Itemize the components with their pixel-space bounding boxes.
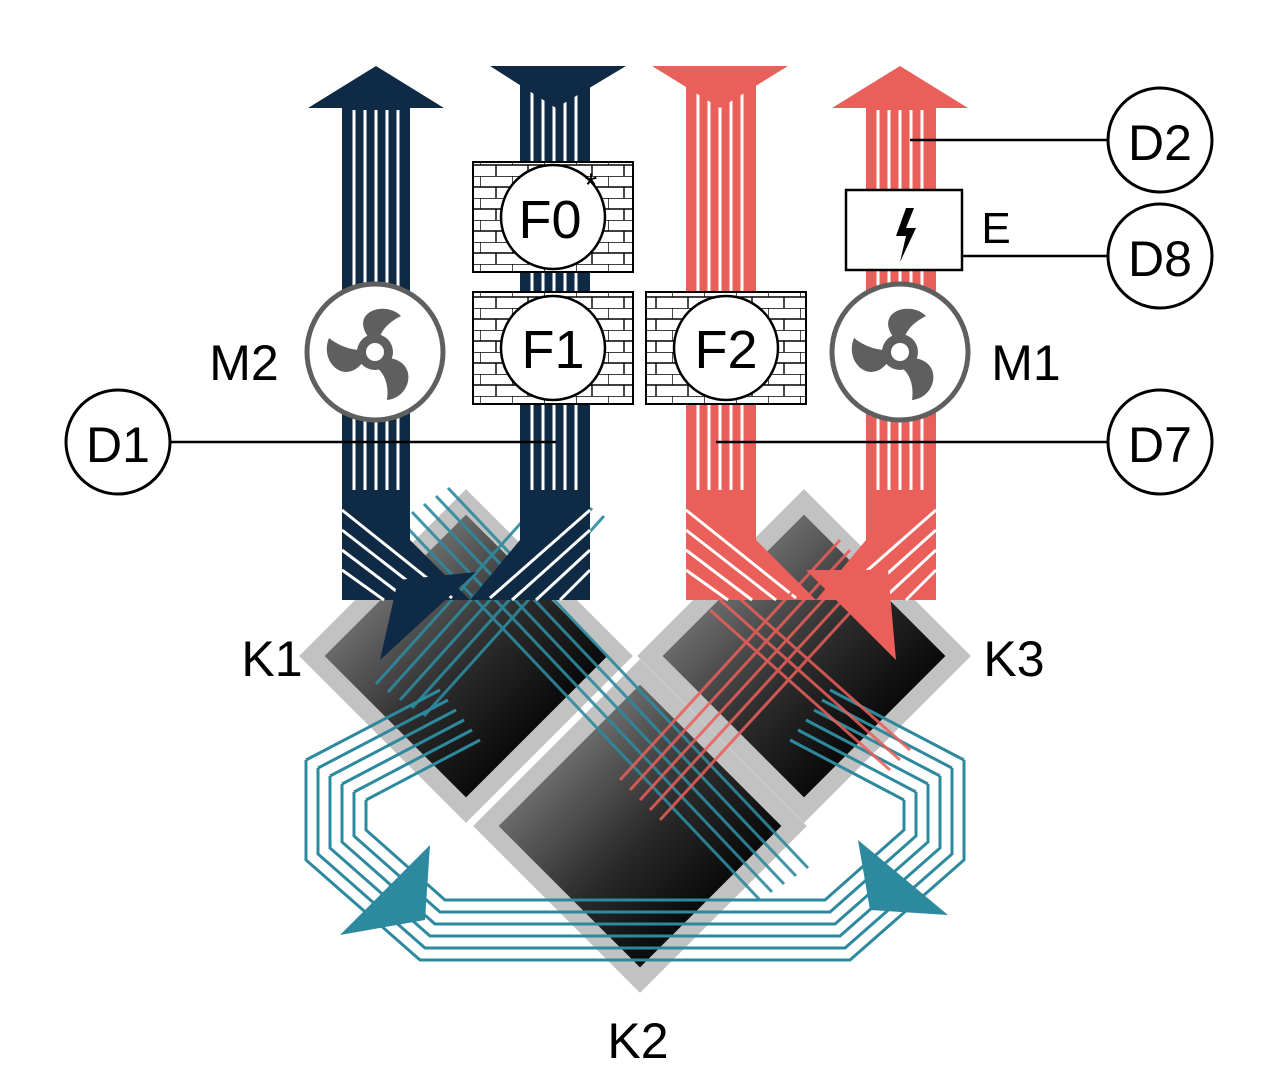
fan-m1: M1 [829, 281, 1061, 423]
sensor-d2: D2 [1106, 86, 1214, 194]
sensor-d8: D8 [1106, 202, 1214, 310]
arrow-up-icon [308, 66, 444, 108]
arrow-down-icon [490, 66, 626, 108]
filter-f0-label: F0 [518, 190, 581, 250]
sensor-d2-label: D2 [1128, 115, 1192, 171]
sensor-d1-label: D1 [86, 417, 150, 473]
filter-f1: F1 [472, 291, 634, 405]
arrow-icon-k1 [380, 572, 476, 660]
lightning-bolt-icon [896, 208, 916, 262]
fan-icon [326, 308, 409, 400]
filter-f0: F0 * [472, 161, 634, 273]
fan-m2: M2 [209, 281, 446, 423]
teal-loop-left [304, 688, 650, 962]
sensor-d7: D7 [1106, 388, 1214, 496]
filter-f0-mark: * [585, 167, 597, 203]
filter-f2: F2 [645, 291, 807, 405]
fan-m1-label: M1 [991, 335, 1060, 391]
filter-f2-label: F2 [694, 320, 757, 380]
exchanger-k2-label: K2 [607, 1013, 668, 1069]
arrow-up-icon [832, 66, 968, 108]
heat-exchanger-k2 [473, 659, 807, 993]
sensor-d8-label: D8 [1128, 231, 1192, 287]
teal-arrow-left [340, 845, 430, 935]
fan-icon [851, 308, 934, 400]
heater-label: E [981, 204, 1010, 253]
exchanger-k1-label: K1 [241, 631, 302, 687]
coral-diagonals [618, 538, 911, 822]
sensor-leader-lines [170, 138, 1108, 444]
teal-arrow-right [858, 840, 948, 915]
sensor-d1: D1 [64, 388, 172, 496]
sensor-d7-label: D7 [1128, 417, 1192, 473]
fan-m2-label: M2 [209, 335, 278, 391]
arrow-down-icon [652, 66, 788, 108]
filter-f1-label: F1 [521, 320, 584, 380]
exchanger-k3-label: K3 [983, 631, 1044, 687]
heater-e: E [844, 188, 1011, 272]
